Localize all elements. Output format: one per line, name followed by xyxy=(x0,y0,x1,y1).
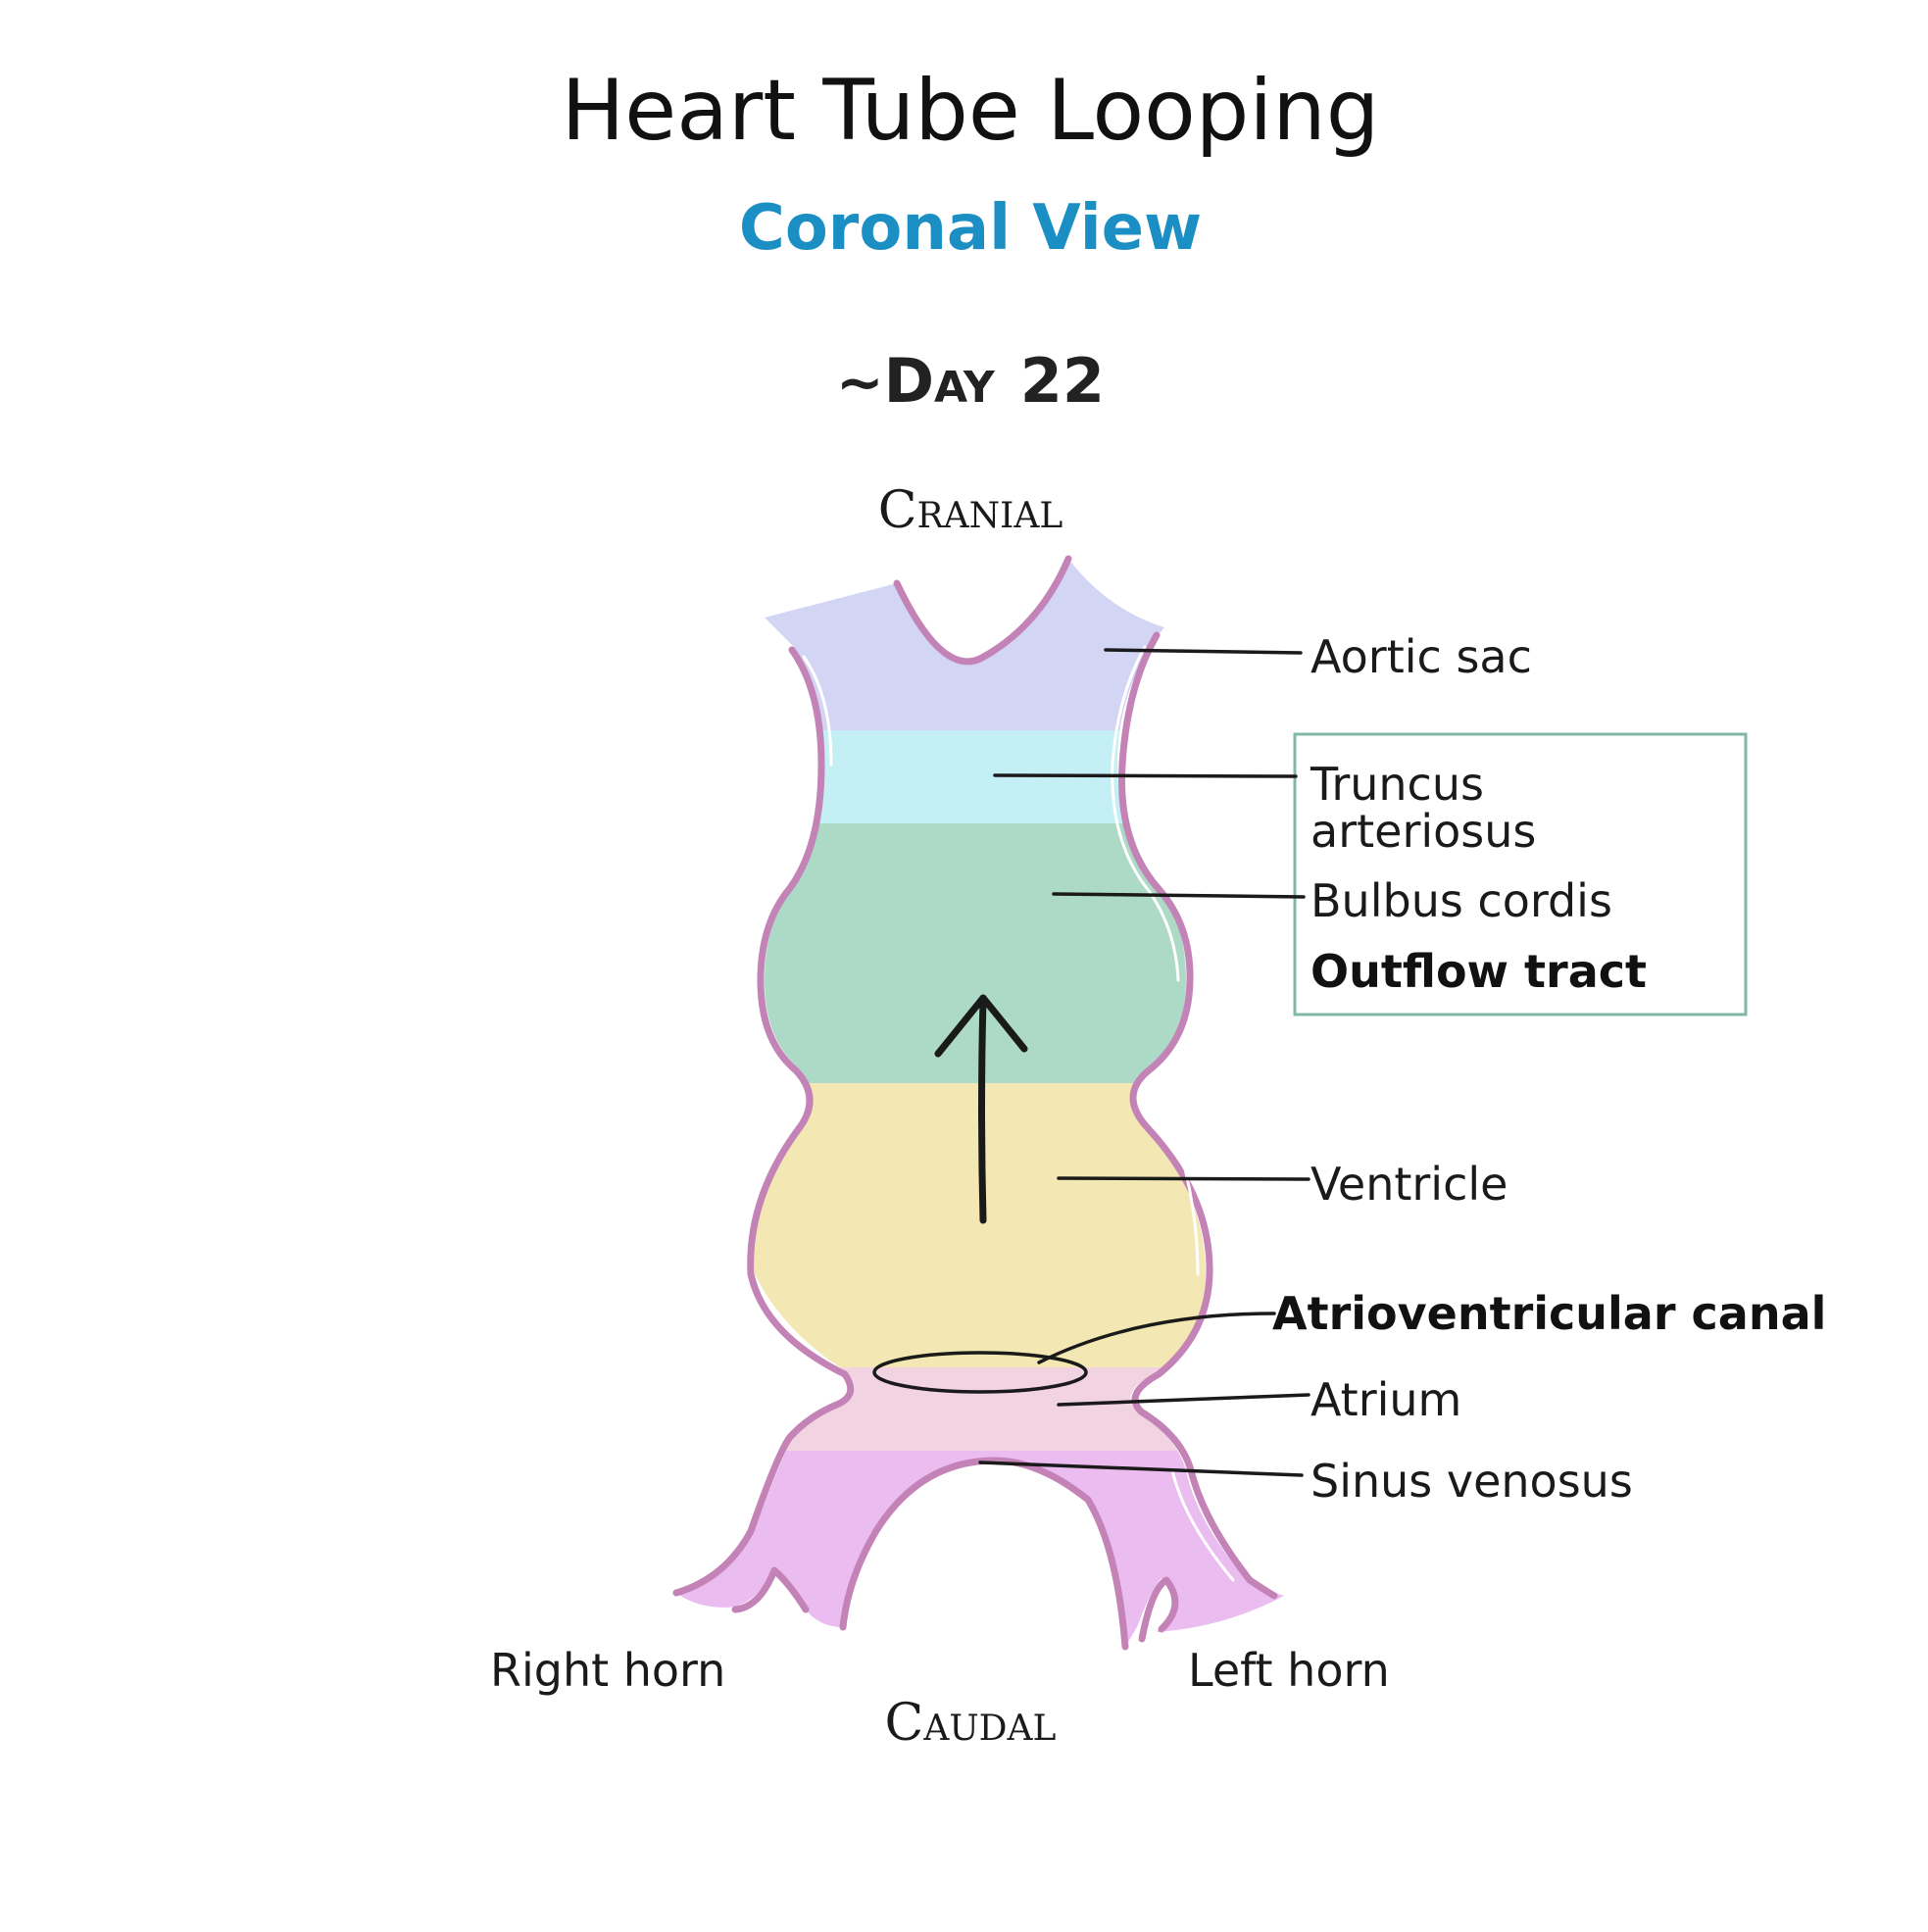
leader-sinus-venosus xyxy=(978,1461,1304,1477)
heart-tube-highlights xyxy=(802,645,1235,1582)
stage-tilde: ~ xyxy=(836,349,884,416)
cranial-label: Cranial xyxy=(878,481,1063,540)
stage-day-number: 22 xyxy=(1020,345,1105,417)
label-sinus-venosus: Sinus venosus xyxy=(1310,1455,1633,1508)
outline-sinus-arch xyxy=(839,1457,1129,1651)
label-ventricle: Ventricle xyxy=(1310,1158,1508,1211)
label-bulbus-cordis: Bulbus cordis xyxy=(1310,874,1612,927)
outline-right-horn-tip xyxy=(731,1566,810,1613)
outflow-tract-box xyxy=(1293,732,1748,1016)
leader-bulbus-cordis xyxy=(1052,892,1306,899)
leader-ventricle xyxy=(1057,1176,1310,1181)
diagram-title: Heart Tube Looping xyxy=(562,62,1380,160)
flow-arrow-head xyxy=(934,994,1028,1058)
label-truncus-line1: Truncus xyxy=(1310,758,1484,811)
highlight-right-upper xyxy=(802,655,833,767)
label-aortic-sac: Aortic sac xyxy=(1310,630,1532,683)
outline-aortic-notch xyxy=(893,555,1072,666)
region-atrium xyxy=(676,1367,1284,1451)
label-atrium: Atrium xyxy=(1310,1373,1461,1426)
heart-tube-outline xyxy=(672,555,1278,1651)
flow-arrow-shaft xyxy=(978,996,987,1224)
label-left-horn: Left horn xyxy=(1188,1644,1390,1697)
av-canal-ellipse xyxy=(872,1351,1088,1394)
leader-av-canal xyxy=(1037,1312,1276,1364)
region-aortic-sac xyxy=(676,559,1284,730)
stage-label: ~DAY 22 xyxy=(836,345,1105,417)
stage-day-rest: AY xyxy=(934,363,996,413)
arrow-up-icon xyxy=(934,994,1028,1224)
label-av-canal: Atrioventricular canal xyxy=(1272,1287,1826,1340)
stage-day-initial: D xyxy=(884,345,934,417)
diagram-subtitle: Coronal View xyxy=(739,192,1202,265)
highlight-left-ventricle xyxy=(1174,1135,1200,1276)
leader-truncus-arteriosus xyxy=(993,773,1298,778)
outline-right-side xyxy=(672,646,855,1597)
outline-left-horn-tip xyxy=(1138,1576,1179,1643)
leader-atrium xyxy=(1057,1393,1310,1407)
leader-aortic-sac xyxy=(1104,648,1303,655)
label-outflow-tract: Outflow tract xyxy=(1310,945,1647,998)
region-sinus-venosus xyxy=(676,1451,1284,1647)
label-truncus-line2: arteriosus xyxy=(1310,805,1536,858)
label-right-horn: Right horn xyxy=(490,1644,725,1697)
caudal-label: Caudal xyxy=(885,1694,1057,1753)
highlight-left-upper xyxy=(1111,645,1180,982)
highlight-left-sinus xyxy=(1170,1468,1235,1582)
